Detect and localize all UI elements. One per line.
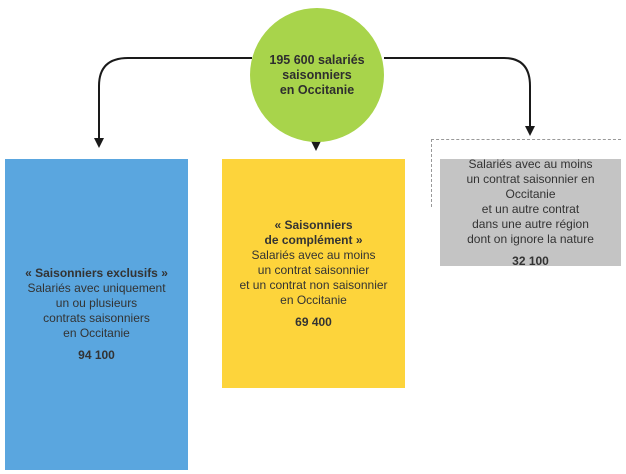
box-value: 69 400 [295,314,332,329]
arrow-to-exclusifs [94,57,252,148]
box-line: et un contrat non saisonnier [239,277,388,292]
box-line: contrats saisonniers [43,311,150,325]
box-line: dont on ignore la nature [467,231,594,246]
box-title: « Saisonniers [274,217,353,232]
box-line: en Occitanie [63,326,130,340]
box-autre-region: Salariés avec au moins un contrat saison… [440,156,621,268]
box-line: un contrat saisonnier en Occitanie [466,171,595,201]
box-value: 32 100 [512,253,549,268]
box-line: Salariés avec au moins [251,247,376,262]
center-total-circle: 195 600 salariés saisonniers en Occitani… [250,8,384,142]
box-value: 94 100 [78,348,115,362]
box-line: Salariés avec uniquement [27,281,166,295]
arrow-to-autre-region [384,57,535,136]
box-line: et un autre contrat [481,201,580,216]
center-line: saisonniers [282,67,352,82]
box-title: de complément » [264,232,363,247]
box-saisonniers-exclusifs: « Saisonniers exclusifs » Salariés avec … [5,159,188,470]
box-line: dans une autre région [472,216,589,231]
box-line: Salariés avec au moins [468,156,593,171]
box-line: en Occitanie [280,292,347,307]
dashed-border [431,139,621,207]
box-title: « Saisonniers exclusifs » [25,266,168,280]
center-line: 195 600 salariés [269,52,365,67]
box-line: un ou plusieurs [55,296,138,310]
box-saisonniers-complement: « Saisonniers de complément » Salariés a… [222,159,405,388]
box-line: un contrat saisonnier [257,262,370,277]
center-line: en Occitanie [279,82,355,97]
